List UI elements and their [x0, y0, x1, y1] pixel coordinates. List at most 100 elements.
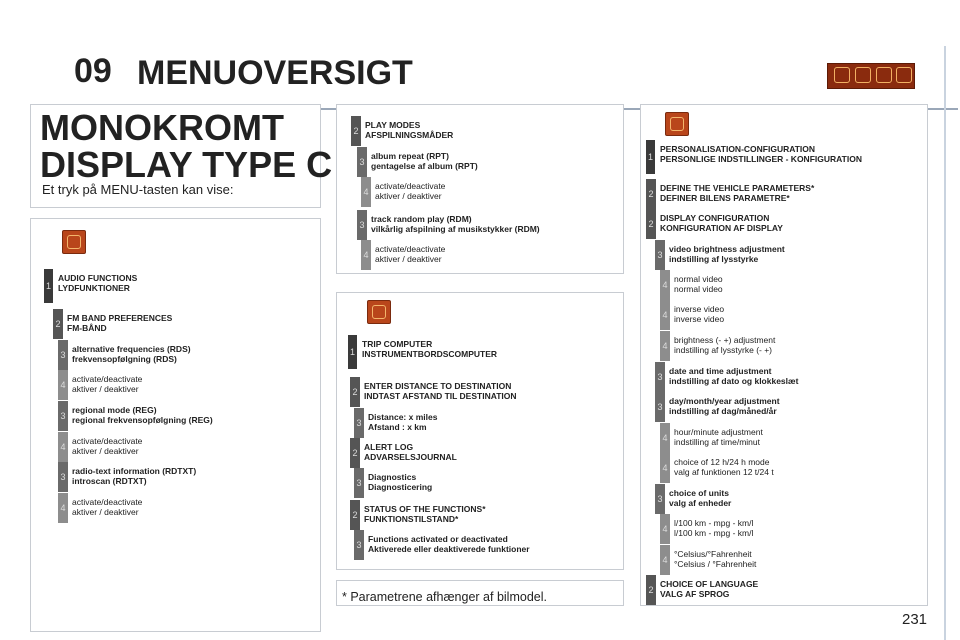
menu-item-danish: l/100 km - mpg - km/l [674, 528, 754, 538]
level-number: 4 [363, 187, 369, 197]
menu-item-danish: indstilling af time/minut [674, 437, 760, 447]
menu-item-danish: indstilling af lysstyrke [669, 254, 759, 264]
menu-item-english: l/100 km - mpg - km/l [674, 518, 754, 528]
level-number: 2 [648, 189, 654, 199]
menu-item-danish: LYDFUNKTIONER [58, 283, 130, 293]
menu-item-english: DISPLAY CONFIGURATION [660, 213, 770, 223]
level-number: 4 [662, 341, 668, 351]
menu-item-danish: DEFINER BILENS PARAMETRE* [660, 193, 790, 203]
level-number: 4 [662, 310, 668, 320]
menu-item-danish: °Celsius / °Fahrenheit [674, 559, 757, 569]
level-4-marker: 4 [660, 300, 670, 330]
level-number: 4 [662, 463, 668, 473]
menu-item-english: alternative frequencies (RDS) [72, 344, 191, 354]
menu-item-english: Diagnostics [368, 472, 417, 482]
menu-item-english: Functions activated or deactivated [368, 534, 508, 544]
level-number: 2 [648, 585, 654, 595]
menu-item-danish: FUNKTIONSTILSTAND* [364, 514, 459, 524]
chapter-title: MENUOVERSIGT [137, 54, 413, 92]
level-number: 1 [45, 281, 51, 291]
menu-item-danish: FM-BÅND [67, 323, 107, 333]
menu-item-english: choice of units [669, 488, 729, 498]
level-1-marker: 1 [44, 269, 53, 303]
level-number: 3 [657, 372, 663, 382]
level-4-marker: 4 [660, 331, 670, 361]
level-number: 3 [359, 157, 365, 167]
menu-item-level-4: °Celsius/°Fahrenheit°Celsius / °Fahrenhe… [674, 549, 756, 569]
menu-item-danish: inverse video [674, 314, 725, 324]
level-number: 3 [657, 494, 663, 504]
level-3-marker: 3 [655, 392, 665, 422]
menu-item-danish: aktiver / deaktiver [72, 384, 139, 394]
menu-item-danish: Diagnosticering [368, 482, 433, 492]
level-number: 3 [60, 411, 66, 421]
level-3-marker: 3 [655, 484, 665, 514]
level-4-marker: 4 [660, 270, 670, 300]
level-4-marker: 4 [660, 453, 670, 483]
menu-item-danish: KONFIGURATION AF DISPLAY [660, 223, 783, 233]
level-number: 2 [352, 510, 358, 520]
menu-item-english: normal video [674, 274, 723, 284]
menu-item-danish: Afstand : x km [368, 422, 427, 432]
level-1-marker: 1 [348, 335, 357, 369]
menu-item-english: inverse video [674, 304, 725, 314]
title-panel [30, 104, 321, 208]
level-2-marker: 2 [53, 309, 63, 339]
menu-item-english: album repeat (RPT) [371, 151, 449, 161]
menu-item-english: DEFINE THE VEHICLE PARAMETERS* [660, 183, 815, 193]
menu-item-danish: valg af enheder [669, 498, 732, 508]
section-icon-strip [827, 63, 915, 89]
menu-item-level-2: STATUS OF THE FUNCTIONS*FUNKTIONSTILSTAN… [364, 504, 486, 524]
menu-item-level-3: radio-text information (RDTXT)introscan … [72, 466, 196, 486]
chapter-number: 09 [74, 52, 112, 90]
menu-item-level-3: album repeat (RPT)gentagelse af album (R… [371, 151, 478, 171]
menu-item-danish: INSTRUMENTBORDSCOMPUTER [362, 349, 498, 359]
level-2-marker: 2 [646, 209, 656, 239]
menu-item-english: activate/deactivate [375, 244, 446, 254]
menu-item-english: hour/minute adjustment [674, 427, 763, 437]
menu-item-english: activate/deactivate [72, 374, 143, 384]
menu-item-english: AUDIO FUNCTIONS [58, 273, 138, 283]
level-number: 4 [662, 524, 668, 534]
page-title-line2: DISPLAY TYPE C [40, 144, 333, 185]
intro-text: Et tryk på MENU-tasten kan vise: [42, 182, 234, 197]
level-number: 2 [352, 448, 358, 458]
menu-item-english: track random play (RDM) [371, 214, 472, 224]
menu-item-danish: VALG AF SPROG [660, 589, 730, 599]
level-2-marker: 2 [351, 116, 361, 146]
menu-item-english: ENTER DISTANCE TO DESTINATION [364, 381, 512, 391]
menu-item-danish: AFSPILNINGSMÅDER [365, 130, 454, 140]
menu-item-danish: aktiver / deaktiver [375, 254, 442, 264]
level-number: 1 [349, 347, 355, 357]
menu-item-danish: normal video [674, 284, 723, 294]
level-number: 2 [352, 387, 358, 397]
menu-item-danish: INDTAST AFSTAND TIL DESTINATION [364, 391, 517, 401]
menu-item-english: brightness (- +) adjustment [674, 335, 776, 345]
level-4-marker: 4 [660, 423, 670, 453]
footnote-panel [336, 580, 624, 606]
menu-item-level-3: regional mode (REG)regional frekvensopfø… [72, 405, 213, 425]
menu-item-danish: Aktiverede eller deaktiverede funktioner [368, 544, 530, 554]
menu-item-english: radio-text information (RDTXT) [72, 466, 197, 476]
level-3-marker: 3 [58, 340, 68, 370]
level-3-marker: 3 [655, 240, 665, 270]
level-3-marker: 3 [58, 401, 68, 431]
level-number: 3 [356, 540, 362, 550]
play-modes-panel [336, 104, 624, 274]
tools-icon [876, 67, 892, 83]
menu-item-danish: regional frekvensopfølgning (REG) [72, 415, 213, 425]
level-4-marker: 4 [361, 240, 371, 270]
level-number: 3 [356, 418, 362, 428]
menu-item-danish: vilkårlig afspilning af musikstykker (RD… [371, 224, 540, 234]
